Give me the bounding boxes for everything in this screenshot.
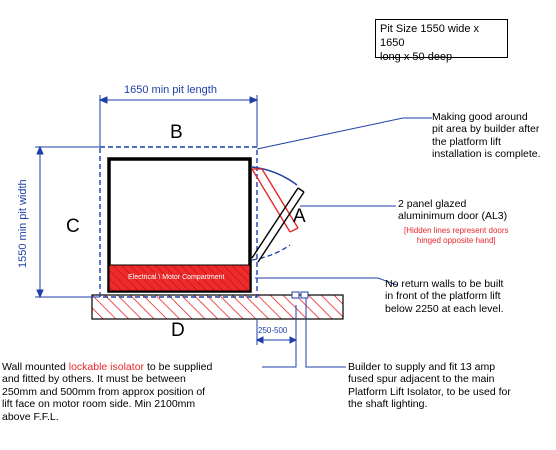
- note-line: and fitted by others. It must be between: [2, 373, 186, 386]
- isolator-note: Wall mounted lockable isolator to be sup…: [2, 361, 212, 423]
- side-label-b: B: [170, 122, 183, 143]
- builder-note: Builder to supply and fit 13 amp fused s…: [348, 361, 511, 411]
- leader-lines: [255, 117, 432, 368]
- note-line: [Hidden lines represent doors: [404, 226, 509, 235]
- length-dimension: [98, 95, 259, 147]
- door-swing: [251, 166, 305, 263]
- note-line: Making good around: [432, 111, 528, 123]
- pit-size-line1: Pit Size 1550 wide x 1650: [380, 23, 480, 49]
- no-return-note: No return walls to be built in front of …: [385, 278, 504, 315]
- note-line: fused spur adjacent to the main: [348, 373, 495, 386]
- width-dimension-label: 1550 min pit width: [17, 179, 29, 268]
- floor-slab: [91, 294, 344, 320]
- note-line: No return walls to be built: [385, 278, 504, 290]
- pit-outline: [99, 146, 258, 298]
- length-dimension-label: 1650 min pit length: [124, 84, 217, 96]
- note-line: the shaft lighting.: [348, 398, 428, 411]
- side-label-a: A: [293, 206, 306, 227]
- isolator-highlight: lockable isolator: [68, 361, 145, 373]
- door-note: 2 panel glazed aluminimum door (AL3): [398, 198, 507, 223]
- note-line: hinged opposite hand]: [416, 235, 496, 245]
- note-line: Builder to supply and fit 13 amp: [348, 361, 496, 373]
- note-line: pit area by builder after: [432, 123, 540, 136]
- side-label-d: D: [171, 320, 185, 341]
- side-label-c: C: [66, 216, 80, 237]
- note-line: below 2250 at each level.: [385, 302, 504, 315]
- note-line: Platform Lift Isolator, to be used for: [348, 385, 511, 398]
- note-line: lift face on motor room side. Min 2100mm: [2, 398, 196, 411]
- note-line: above F.F.L.: [2, 410, 59, 423]
- isolator-box: [291, 291, 300, 299]
- note-line: 2 panel glazed: [398, 198, 467, 210]
- isolator-post: to be supplied: [144, 361, 213, 373]
- isolator-first-line: Wall mounted lockable isolator to be sup…: [2, 361, 212, 373]
- pit-size-box: Pit Size 1550 wide x 1650 long x 50 deep: [375, 19, 508, 63]
- note-line: 250mm and 500mm from approx position of: [2, 385, 206, 398]
- note-line: installation is complete.: [432, 148, 541, 161]
- note-line: the platform lift: [432, 135, 501, 148]
- note-line: in front of the platform lift: [385, 290, 501, 303]
- isolator-dimension: [255, 305, 298, 345]
- isolator-pre: Wall mounted: [2, 361, 69, 373]
- width-dimension: [35, 145, 100, 299]
- spur-box: [300, 291, 309, 299]
- making-good-note: Making good around pit area by builder a…: [432, 111, 541, 161]
- note-line: aluminimum door (AL3): [398, 210, 508, 223]
- isolator-dimension-label: 250-500: [258, 326, 288, 335]
- pit-size-line2: long x 50 deep: [380, 50, 453, 63]
- door-hidden-note: [Hidden lines represent doors hinged opp…: [404, 226, 509, 245]
- compartment-label: Electrical \ Motor Compartment: [128, 274, 225, 281]
- motor-compartment: [108, 264, 251, 292]
